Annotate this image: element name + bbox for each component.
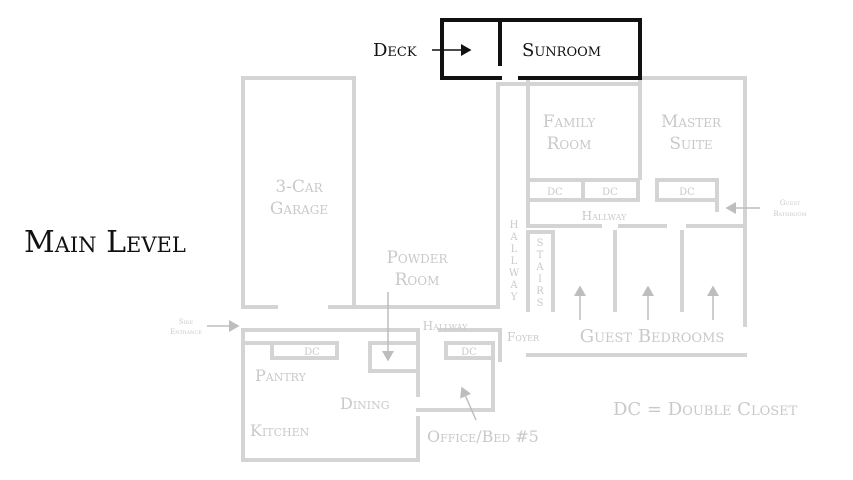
svg-text:A: A (509, 232, 518, 243)
svg-text:L: L (511, 244, 518, 255)
side-entrance-label-1: Side (179, 318, 194, 326)
guest-bathroom-label-1: Guest (780, 199, 801, 207)
garage-label-1: 3-Car (275, 177, 323, 197)
pantry-label: Pantry (255, 366, 307, 385)
svg-text:T: T (537, 250, 544, 261)
level-title: Main Level (24, 225, 186, 260)
sunroom-label: Sunroom (522, 40, 601, 61)
garage-walls (241, 76, 356, 309)
svg-text:A: A (509, 280, 518, 291)
svg-text:S: S (537, 238, 544, 249)
svg-text:H: H (510, 220, 519, 231)
svg-text:L: L (511, 256, 518, 267)
family-closets (526, 178, 719, 212)
powder-room-label-1: Powder (386, 248, 448, 268)
dc-closet-4: DC (304, 347, 320, 358)
dc-closet-5: DC (461, 347, 477, 358)
dc-closet-2: DC (602, 187, 618, 198)
garage-label-2: Garage (270, 199, 328, 219)
foyer-label: Foyer (507, 330, 540, 344)
lower-block-walls (241, 328, 502, 462)
svg-text:S: S (537, 298, 544, 309)
guest-bedrooms-label: Guest Bedrooms (580, 326, 725, 347)
office-arrow (460, 386, 477, 421)
svg-text:A: A (535, 262, 544, 273)
side-entrance-label-2: Entrance (170, 328, 202, 336)
legend-text: DC = Double Closet (613, 399, 798, 420)
hallway-lower-label: Hallway (423, 319, 468, 333)
svg-text:Y: Y (510, 292, 518, 303)
guest-bathroom-label-2: Bathroom (773, 210, 806, 218)
family-room-label-1: Family (543, 112, 597, 132)
office-label: Office/Bed #5 (427, 427, 539, 446)
dc-closet-3: DC (679, 187, 695, 198)
stairs-label: S T A I R S (535, 238, 544, 309)
powder-room-label-2: Room (395, 270, 440, 290)
hallway-upper-label: Hallway (582, 209, 627, 223)
sunroom-walls (440, 18, 642, 80)
kitchen-label: Kitchen (250, 421, 310, 440)
family-room-label-2: Room (547, 134, 592, 154)
deck-label: Deck (373, 40, 417, 61)
dining-label: Dining (340, 394, 390, 413)
svg-text:R: R (536, 286, 544, 297)
master-suite-label-2: Suite (669, 134, 712, 154)
svg-text:W: W (509, 268, 520, 279)
bedroom-walls (526, 198, 747, 357)
master-suite-label-1: Master (661, 112, 722, 132)
dc-closet-1: DC (547, 187, 563, 198)
hallway-vertical-label: H A L L W A Y (509, 220, 520, 303)
main-block-walls (352, 76, 747, 309)
svg-text:I: I (538, 274, 542, 285)
